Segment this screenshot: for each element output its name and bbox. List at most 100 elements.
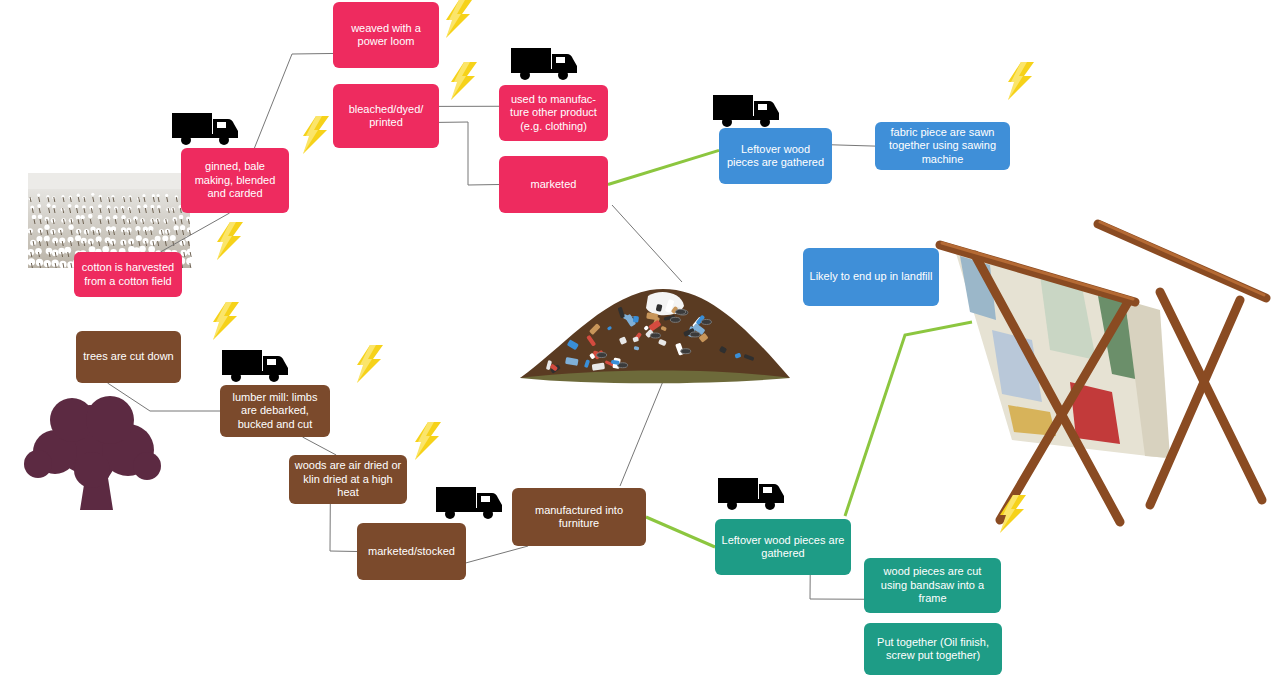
cotton-stem bbox=[166, 219, 167, 224]
cotton-stem bbox=[165, 241, 166, 246]
cotton-stem bbox=[91, 241, 92, 246]
cotton-stem bbox=[158, 197, 159, 202]
cotton-boll bbox=[68, 204, 72, 208]
cotton-stem bbox=[91, 208, 92, 213]
cotton-stem bbox=[71, 230, 72, 235]
litter-item bbox=[643, 325, 649, 331]
cotton-stem bbox=[135, 219, 136, 224]
cotton-stem bbox=[53, 219, 54, 224]
wood-reuse-box: Leftover wood pieces are gathered bbox=[715, 519, 851, 575]
cotton-stem bbox=[99, 241, 100, 246]
sling-chair-photo bbox=[1000, 302, 1128, 520]
cotton-stem bbox=[130, 208, 131, 213]
cotton-stem bbox=[167, 197, 168, 202]
cotton-stem bbox=[108, 241, 109, 246]
box-text: Leftover wood pieces are gathered bbox=[724, 143, 827, 170]
cotton-stem bbox=[123, 241, 124, 246]
energy-bolt-icon bbox=[451, 62, 477, 100]
box-text: ginned, bale making, blended and carded bbox=[186, 160, 284, 200]
cotton-stem bbox=[71, 219, 72, 224]
cotton-stem bbox=[30, 230, 31, 235]
cotton-boll bbox=[88, 214, 93, 219]
litter-item bbox=[589, 323, 601, 335]
cotton-boll bbox=[165, 194, 168, 197]
tyre-item bbox=[597, 353, 607, 358]
box-text: wood pieces are cut using bandsaw into a… bbox=[869, 565, 996, 605]
energy-bolt-icon bbox=[213, 302, 239, 340]
box-text: manufactured into furniture bbox=[517, 504, 641, 531]
cotton-boll bbox=[120, 240, 126, 246]
cotton-stem bbox=[98, 230, 99, 235]
cotton-boll bbox=[44, 225, 49, 230]
cotton-stem bbox=[84, 197, 85, 202]
cotton-boll bbox=[98, 204, 102, 208]
landfill-pile bbox=[520, 289, 790, 383]
process-connector bbox=[108, 383, 221, 411]
fabric-reuse-box: Likely to end up in landfill bbox=[803, 248, 939, 306]
cotton-stem bbox=[146, 241, 147, 246]
sling-chair-photo bbox=[942, 222, 1264, 299]
cotton-stem bbox=[30, 197, 31, 202]
cotton-stem bbox=[83, 219, 84, 224]
litter-item bbox=[586, 335, 596, 347]
cotton-boll bbox=[75, 204, 79, 208]
cotton-boll bbox=[157, 194, 160, 197]
litter-item bbox=[567, 339, 579, 350]
tree-silhouette bbox=[24, 396, 161, 510]
process-connector bbox=[160, 213, 229, 252]
box-text: trees are cut down bbox=[83, 350, 174, 363]
process-connector bbox=[439, 122, 499, 185]
cotton-stem bbox=[139, 197, 140, 202]
cotton-boll bbox=[44, 236, 50, 242]
cotton-boll bbox=[159, 229, 164, 234]
cotton-boll bbox=[180, 225, 185, 230]
cotton-stem bbox=[55, 252, 56, 257]
cotton-stem bbox=[31, 263, 32, 268]
cotton-stem bbox=[78, 241, 79, 246]
cotton-boll bbox=[77, 194, 80, 197]
cotton-boll bbox=[44, 260, 51, 267]
litter-item bbox=[744, 354, 755, 361]
cotton-stem bbox=[189, 230, 190, 235]
cotton-stem bbox=[109, 197, 110, 202]
cotton-stem bbox=[159, 208, 160, 213]
cotton-stem bbox=[108, 219, 109, 224]
wood-reuse-box: Put together (Oil finish, screw put toge… bbox=[864, 623, 1002, 675]
box-text: lumber mill: limbs are debarked, bucked … bbox=[225, 391, 325, 431]
sling-chair-photo bbox=[1160, 292, 1262, 500]
cotton-stem bbox=[79, 230, 80, 235]
cotton-stem bbox=[113, 197, 114, 202]
cotton-stem bbox=[78, 219, 79, 224]
cotton-step-box: used to manufac- ture other product (e.g… bbox=[499, 85, 608, 141]
cotton-boll bbox=[84, 229, 89, 234]
cotton-stem bbox=[84, 241, 85, 246]
cotton-stem bbox=[190, 252, 191, 257]
litter-item bbox=[584, 359, 590, 368]
energy-bolt-icon bbox=[217, 222, 243, 260]
cotton-boll bbox=[30, 240, 36, 246]
landfill-pile bbox=[520, 289, 790, 378]
process-connector bbox=[303, 437, 337, 455]
tyre-item bbox=[670, 317, 680, 322]
leader-line bbox=[612, 205, 682, 282]
tyre-item bbox=[701, 319, 711, 324]
cotton-stem bbox=[143, 219, 144, 224]
cotton-stem bbox=[100, 208, 101, 213]
cotton-stem bbox=[181, 219, 182, 224]
cotton-stem bbox=[129, 219, 130, 224]
process-connector bbox=[466, 546, 528, 563]
cotton-field-photo bbox=[28, 173, 190, 189]
cotton-stem bbox=[31, 252, 32, 257]
cotton-stem bbox=[78, 197, 79, 202]
reuse-connector bbox=[646, 517, 715, 547]
cotton-stem bbox=[68, 252, 69, 257]
cotton-stem bbox=[71, 263, 72, 268]
litter-item bbox=[589, 353, 595, 360]
box-text: bleached/dyed/ printed bbox=[338, 103, 434, 130]
cotton-boll bbox=[143, 204, 147, 208]
cotton-stem bbox=[100, 197, 101, 202]
litter-item bbox=[565, 357, 579, 366]
